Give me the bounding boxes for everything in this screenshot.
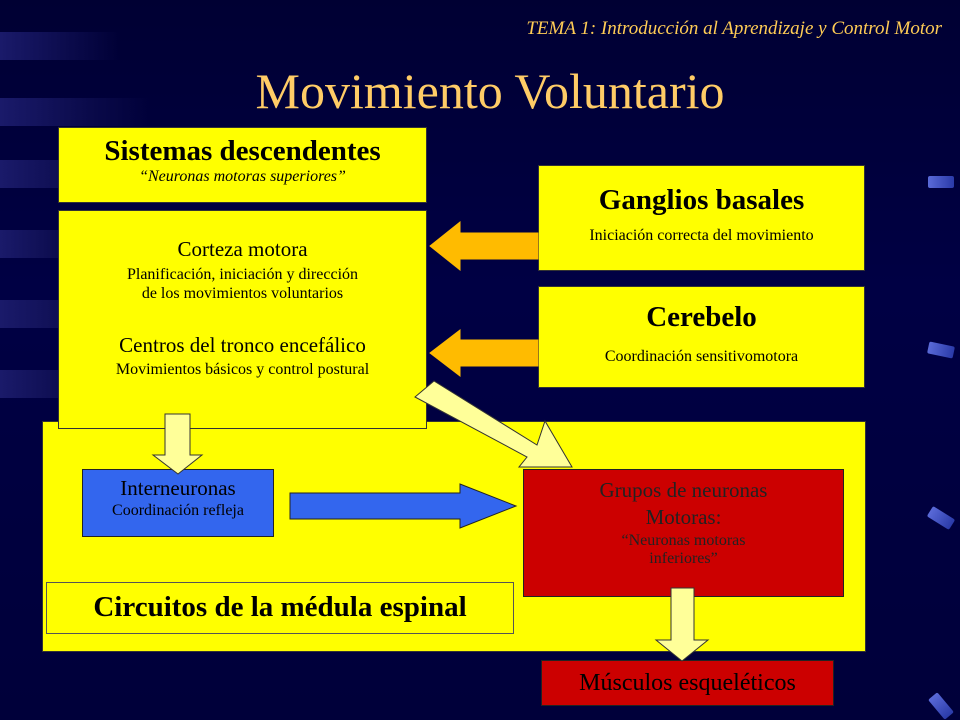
musculos-title: Músculos esqueléticos bbox=[579, 670, 796, 696]
corteza-line1: Planificación, iniciación y dirección bbox=[126, 266, 359, 283]
ganglios-title: Ganglios basales bbox=[598, 184, 805, 216]
cerebelo-box: Cerebelo Coordinación sensitivomotora bbox=[538, 286, 865, 388]
corteza-title: Corteza motora bbox=[177, 237, 308, 261]
arrow-interneuronas-to-grupos bbox=[289, 483, 518, 529]
grupos-box: Grupos de neuronas Motoras: “Neuronas mo… bbox=[523, 469, 844, 597]
musculos-box: Músculos esqueléticos bbox=[541, 660, 834, 706]
circuitos-box: Circuitos de la médula espinal bbox=[46, 582, 514, 634]
corteza-box: Corteza motora Planificación, iniciación… bbox=[58, 210, 427, 429]
ganglios-desc: Iniciación correcta del movimiento bbox=[589, 227, 814, 244]
arrow-cerebelo-to-tronco bbox=[429, 328, 539, 378]
interneuronas-desc: Coordinación refleja bbox=[112, 502, 244, 519]
cerebelo-desc: Coordinación sensitivomotora bbox=[604, 348, 799, 365]
cerebelo-title: Cerebelo bbox=[646, 301, 757, 333]
sistemas-descendentes-box: Sistemas descendentes “Neuronas motoras … bbox=[58, 127, 427, 203]
bg-dash bbox=[928, 176, 954, 188]
arrow-tronco-to-grupos bbox=[414, 380, 573, 468]
sistemas-subtitle: “Neuronas motoras superiores” bbox=[139, 168, 346, 185]
interneuronas-title: Interneuronas bbox=[120, 476, 236, 500]
page-title: Movimiento Voluntario bbox=[255, 63, 725, 119]
grupos-line2: Motoras: bbox=[645, 505, 722, 529]
ganglios-box: Ganglios basales Iniciación correcta del… bbox=[538, 165, 865, 271]
grupos-line3: “Neuronas motoras bbox=[621, 532, 746, 549]
arrow-grupos-to-musculos bbox=[654, 587, 710, 662]
arrow-corteza-to-interneuronas bbox=[151, 413, 204, 475]
header-tema: TEMA 1: Introducción al Aprendizaje y Co… bbox=[526, 18, 942, 39]
arrow-ganglios-to-corteza bbox=[429, 220, 539, 272]
bg-stripe bbox=[0, 32, 120, 60]
grupos-line4: inferiores” bbox=[649, 550, 718, 567]
tronco-desc: Movimientos básicos y control postural bbox=[115, 361, 370, 378]
bg-stripe bbox=[0, 98, 150, 126]
corteza-line2: de los movimientos voluntarios bbox=[141, 285, 344, 302]
interneuronas-box: Interneuronas Coordinación refleja bbox=[82, 469, 274, 537]
sistemas-title: Sistemas descendentes bbox=[104, 135, 381, 167]
tronco-title: Centros del tronco encefálico bbox=[119, 333, 366, 357]
circuitos-title: Circuitos de la médula espinal bbox=[93, 591, 467, 623]
grupos-line1: Grupos de neuronas bbox=[599, 478, 768, 502]
